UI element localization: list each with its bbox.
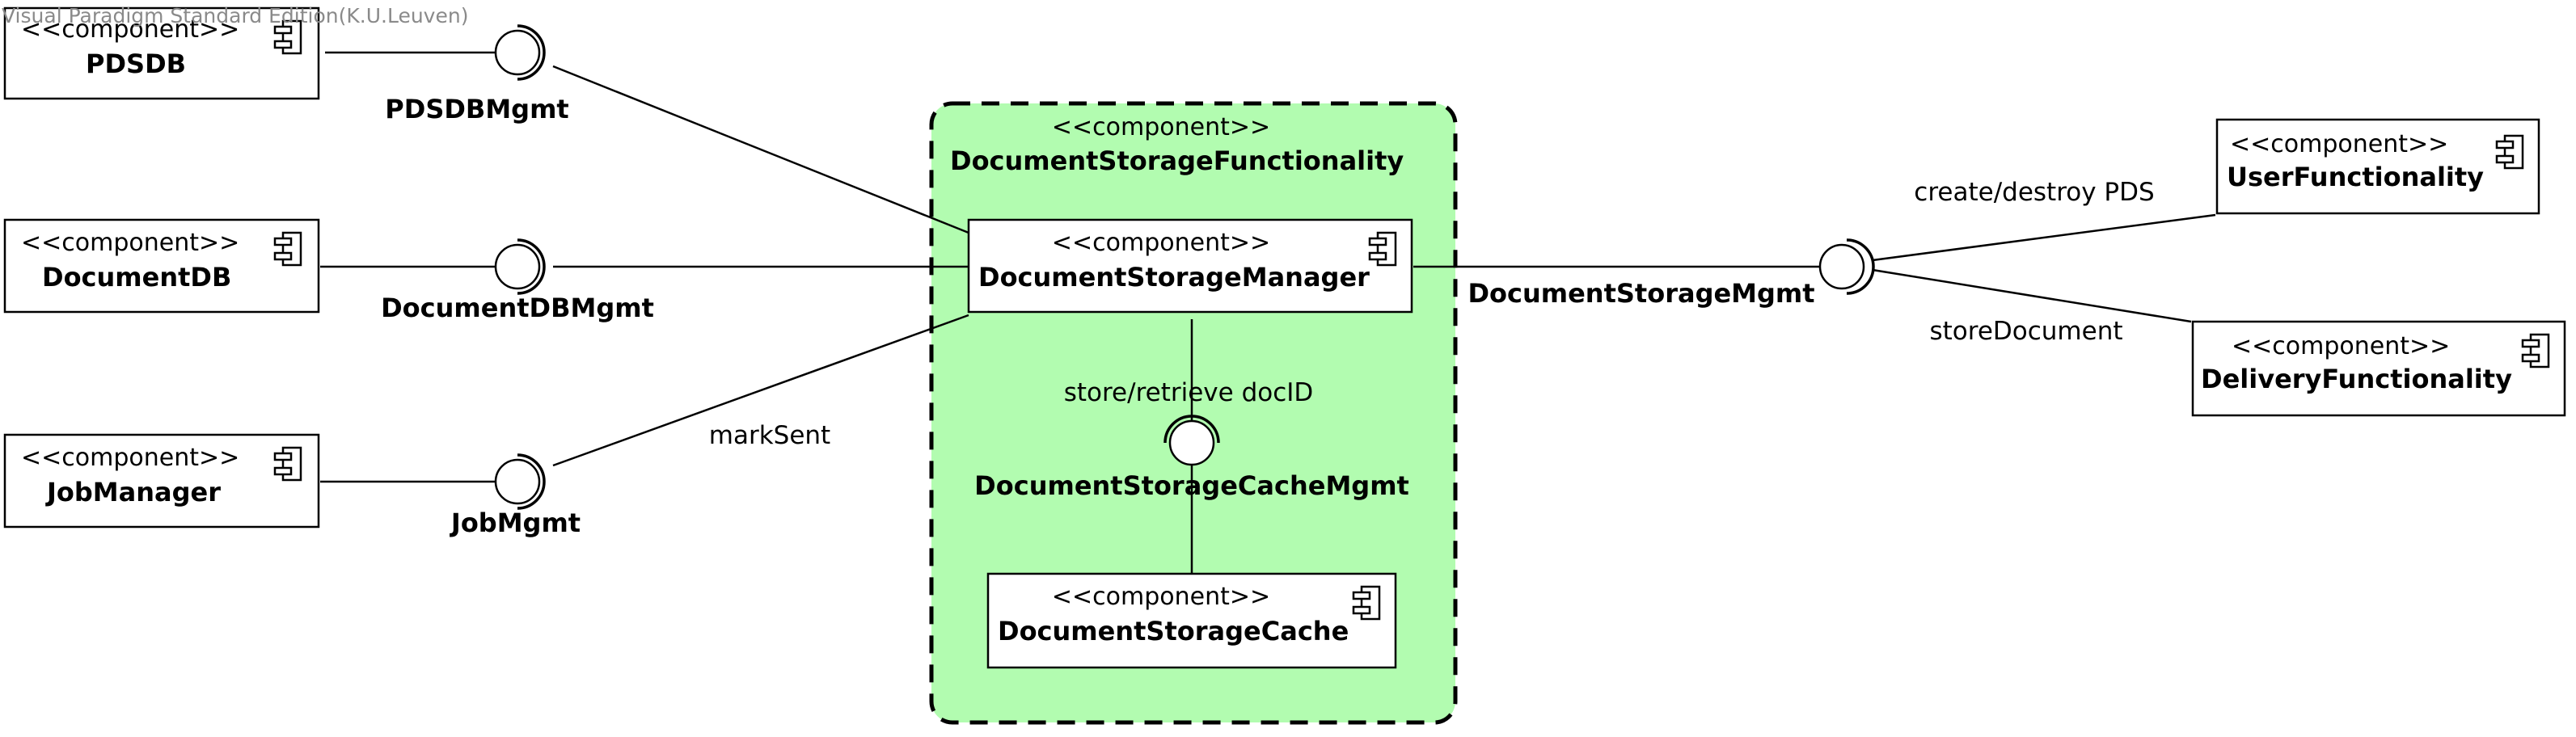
component-box: [967, 218, 1413, 314]
component-box: [2191, 320, 2566, 417]
required-interface-socket: [1846, 238, 1875, 295]
component-name: UserFunctionality: [2227, 162, 2484, 192]
watermark-text: Visual Paradigm Standard Edition(K.U.Leu…: [2, 4, 468, 27]
container-stereotype: <<component>>: [1052, 113, 1270, 141]
component-icon: [273, 19, 302, 55]
storagemgmt-to-delivery-line: [1872, 268, 2192, 323]
required-interface-socket: [517, 24, 546, 81]
component-name: DocumentDB: [42, 262, 231, 293]
storagemgmt-to-user-line: [1872, 213, 2216, 262]
edge-label-create-destroy: create/destroy PDS: [1914, 178, 2154, 207]
component-box: [2215, 118, 2540, 215]
required-interface-socket: [1163, 415, 1220, 444]
interface-label-jobmgmt: JobMgmt: [450, 507, 581, 538]
provided-interface-ball: [1168, 419, 1215, 466]
interface-documentstoragemgmt[interactable]: [1818, 238, 1875, 295]
component-name: DeliveryFunctionality: [2201, 364, 2512, 394]
interface-documentdbmgmt[interactable]: [494, 238, 546, 295]
jobmgmt-to-manager-line: [552, 314, 969, 467]
component-stereotype: <<component>>: [21, 229, 239, 257]
edge-label-store-document: storeDocument: [1929, 317, 2122, 346]
component-documentstoragecache[interactable]: <<component>> DocumentStorageCache: [986, 572, 1397, 669]
interface-jobmgmt[interactable]: [494, 453, 546, 510]
component-userfunctionality[interactable]: <<component>> UserFunctionality: [2215, 118, 2540, 215]
provided-interface-ball: [494, 29, 541, 76]
interface-label-documentstoragemgmt: DocumentStorageMgmt: [1467, 278, 1814, 309]
component-pdsdb[interactable]: <<component>> PDSDB: [3, 6, 320, 100]
component-box: [986, 572, 1397, 669]
component-icon: [2495, 134, 2524, 170]
component-icon: [1352, 585, 1381, 621]
pdsdbmgmt-to-manager-line: [552, 65, 969, 234]
component-icon: [273, 231, 302, 267]
component-icon: [273, 446, 302, 482]
interface-label-pdsdbmgmt: PDSDBMgmt: [385, 94, 568, 124]
interface-label-documentstoragecachemgmt: DocumentStorageCacheMgmt: [974, 470, 1409, 501]
component-jobmanager[interactable]: <<component>> JobManager: [3, 433, 320, 529]
component-name: JobManager: [45, 477, 221, 507]
component-name: DocumentStorageCache: [998, 616, 1349, 646]
component-stereotype: <<component>>: [2230, 130, 2448, 158]
component-stereotype: <<component>>: [21, 15, 239, 44]
edge-label-marksent: markSent: [709, 421, 830, 450]
interface-pdsdbmgmt[interactable]: [494, 24, 546, 81]
component-box: [3, 6, 320, 100]
component-stereotype: <<component>>: [1052, 229, 1270, 257]
interface-label-documentdbmgmt: DocumentDBMgmt: [381, 293, 654, 323]
component-deliveryfunctionality[interactable]: <<component>> DeliveryFunctionality: [2191, 320, 2566, 417]
required-interface-socket: [517, 453, 546, 510]
container-name: DocumentStorageFunctionality: [950, 145, 1404, 176]
component-name: DocumentStorageManager: [978, 262, 1370, 293]
edge-label-store-retrieve: store/retrieve docID: [1064, 378, 1314, 407]
component-documentdb[interactable]: <<component>> DocumentDB: [3, 218, 320, 314]
provided-interface-ball: [494, 458, 541, 505]
provided-interface-ball: [1818, 243, 1865, 290]
provided-interface-ball: [494, 243, 541, 290]
component-stereotype: <<component>>: [1052, 583, 1270, 611]
component-icon: [2521, 333, 2550, 368]
component-stereotype: <<component>>: [2232, 332, 2450, 360]
component-name: PDSDB: [86, 48, 186, 79]
component-stereotype: <<component>>: [21, 444, 239, 472]
component-box: [3, 433, 320, 529]
interface-documentstoragecachemgmt[interactable]: [1163, 415, 1220, 466]
component-icon: [1368, 231, 1397, 267]
component-box: [3, 218, 320, 314]
component-documentstoragemanager[interactable]: <<component>> DocumentStorageManager: [967, 218, 1413, 314]
required-interface-socket: [517, 238, 546, 295]
